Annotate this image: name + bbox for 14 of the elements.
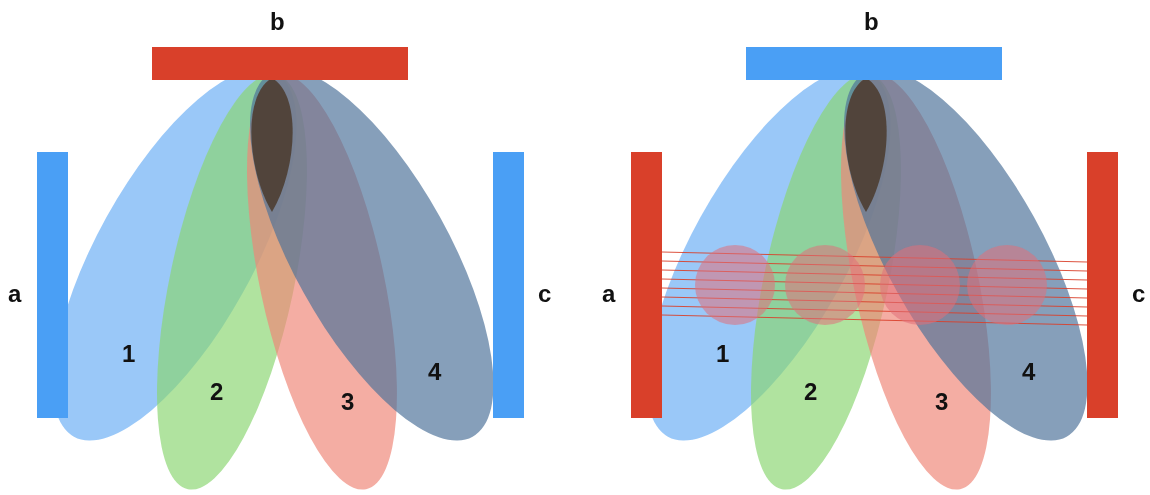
lobe-number: 2 — [210, 380, 224, 404]
bar-label: b — [270, 10, 285, 34]
bar-label: b — [864, 10, 879, 34]
lobe-number: 3 — [341, 390, 355, 414]
bar-label: a — [8, 282, 22, 306]
lobe-number: 1 — [716, 342, 730, 366]
lobe-number: 4 — [428, 360, 442, 384]
lobe-number: 3 — [935, 390, 949, 414]
lobe-number: 2 — [804, 380, 818, 404]
bar-label: c — [1132, 282, 1146, 306]
bar-label: c — [538, 282, 552, 306]
lobe-number: 1 — [122, 342, 136, 366]
bar-label: a — [602, 282, 616, 306]
lobe-number: 4 — [1022, 360, 1036, 384]
